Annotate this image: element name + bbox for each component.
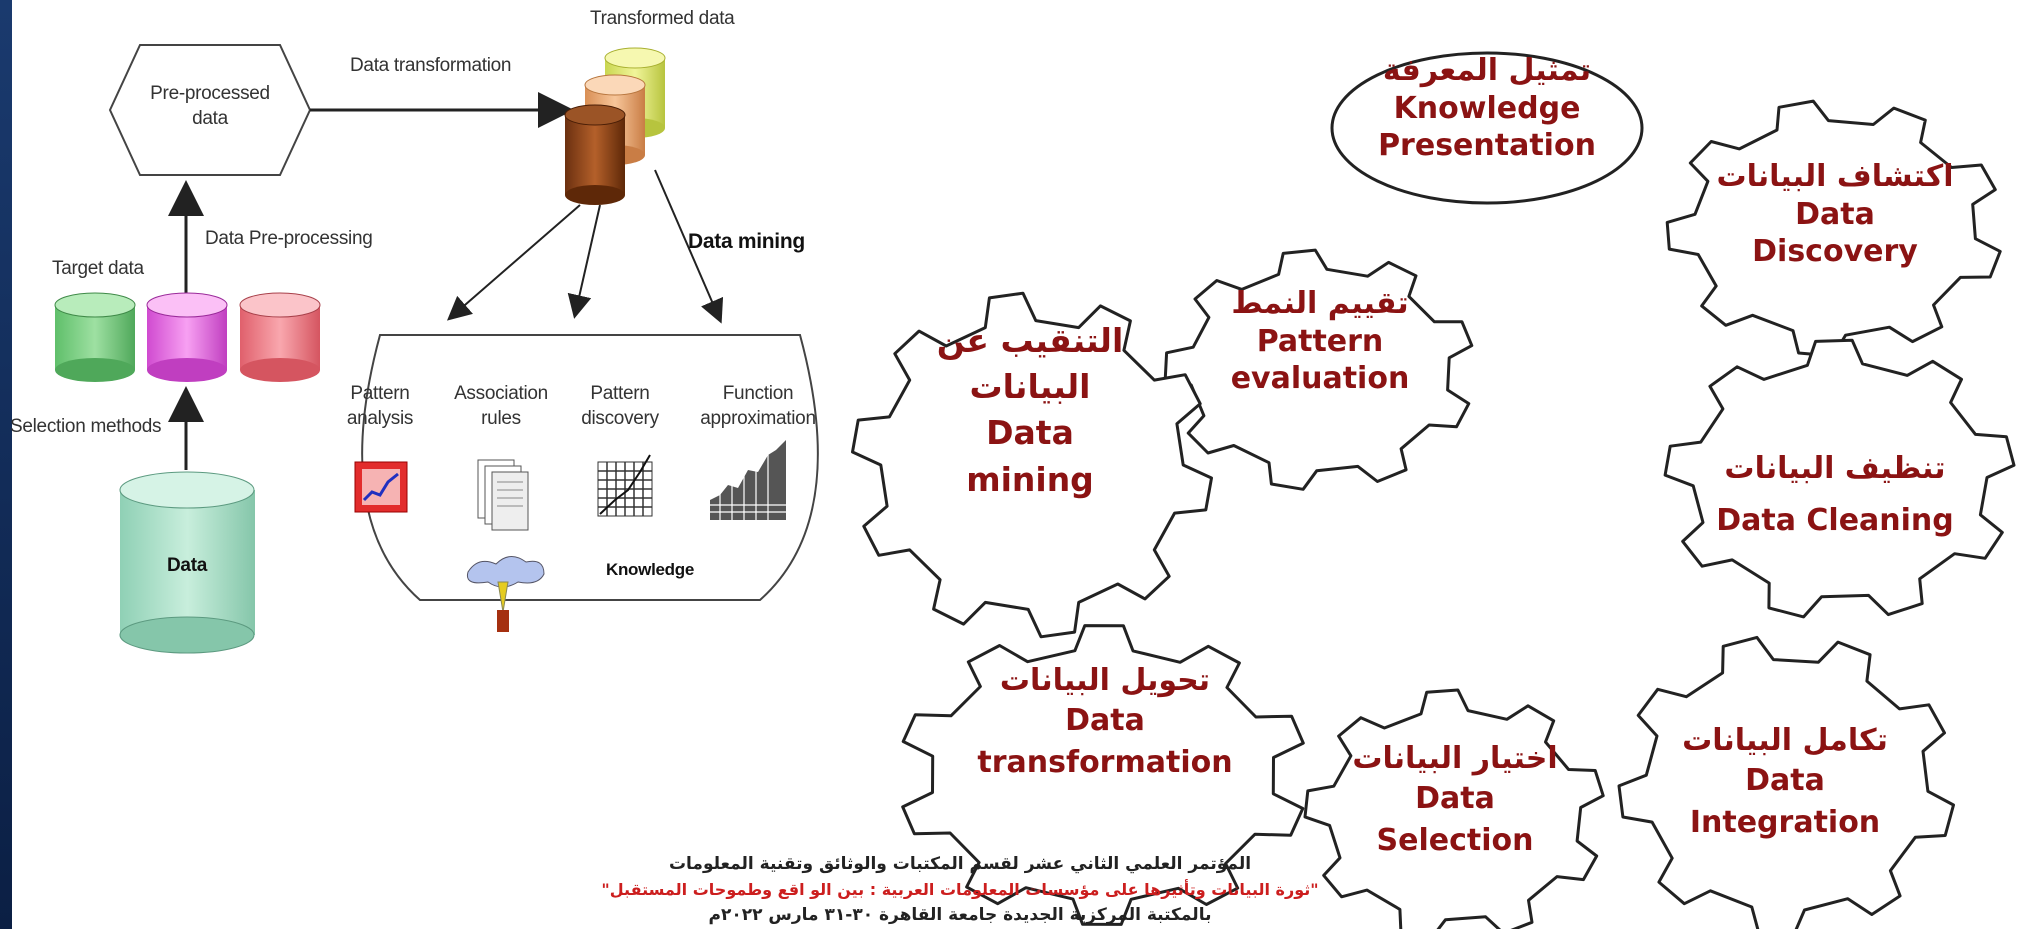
preprocessed-text: Pre-processed data xyxy=(150,83,270,129)
footer-line-3: بالمكتبة المركزية الجديدة جامعة القاهرة … xyxy=(708,905,1212,925)
gear-en: Pattern evaluation xyxy=(1230,323,1410,397)
knowledge-enclosure xyxy=(361,334,819,601)
gear-data-mining-text: التنقيب عن البيانات Data mining xyxy=(900,318,1160,503)
gear-en: Data transformation xyxy=(977,702,1233,780)
preprocessed-label: Pre-processed data xyxy=(130,82,290,131)
method-pattern-analysis: Pattern analysis xyxy=(340,382,420,431)
transformed-data-label: Transformed data xyxy=(590,8,735,29)
method-pattern-discovery: Pattern discovery xyxy=(570,382,670,431)
gear-data-cleaning-text: تنظيف البيانات Data Cleaning xyxy=(1690,450,1980,539)
target-data-cylinders xyxy=(54,292,321,382)
function-approximation-icon xyxy=(710,440,786,520)
method-label: Function approximation xyxy=(700,383,816,429)
gear-ar: تقييم النمط xyxy=(1231,286,1409,321)
left-edge-bar xyxy=(0,0,12,929)
pattern-analysis-icon xyxy=(354,461,408,513)
gear-ar: التنقيب عن البيانات xyxy=(936,321,1124,407)
gear-data-transformation-text: تحويل البيانات Data transformation xyxy=(960,662,1250,784)
arrow-mining-2 xyxy=(567,204,601,319)
knowledge-presentation-en1: Knowledge xyxy=(1393,90,1581,126)
transformed-data-cylinders xyxy=(564,47,666,205)
preprocessed-hexagon xyxy=(108,44,312,176)
target-data-label: Target data xyxy=(52,258,144,279)
gear-en: Data mining xyxy=(966,413,1094,499)
footer-line-1: المؤتمر العلمي الثاني عشر لقسم المكتبات … xyxy=(668,854,1252,874)
data-mining-label: Data mining xyxy=(688,230,805,253)
knowledge-label: Knowledge xyxy=(606,560,694,579)
method-association-rules: Association rules xyxy=(446,382,556,431)
footer-line-2: "ثورة البيانات وتأثيرها على مؤسسات المعل… xyxy=(601,880,1319,899)
method-function-approximation: Function approximation xyxy=(688,382,828,431)
data-transformation-label: Data transformation xyxy=(350,55,512,76)
method-label: Pattern analysis xyxy=(346,383,414,429)
gear-pattern-evaluation-text: تقييم النمط Pattern evaluation xyxy=(1200,285,1440,398)
pattern-discovery-icon xyxy=(597,454,653,517)
gear-ar: تنظيف البيانات xyxy=(1724,451,1946,486)
data-preprocessing-label: Data Pre-processing xyxy=(205,228,373,249)
association-rules-icon xyxy=(466,459,545,632)
gear-ar: اكتشاف البيانات xyxy=(1716,159,1954,194)
gear-ar: تكامل البيانات xyxy=(1682,723,1888,758)
gear-data-discovery-text: اكتشاف البيانات Data Discovery xyxy=(1715,158,1955,271)
arrow-mining-1 xyxy=(446,204,581,321)
method-label: Association rules xyxy=(454,383,548,429)
kdd-process-diagram xyxy=(54,44,819,654)
arrow-mining-3 xyxy=(654,169,724,324)
knowledge-presentation-ar: تمثيل المعرفة xyxy=(1382,53,1592,88)
method-label: Pattern discovery xyxy=(581,383,659,429)
gear-data-integration-text: تكامل البيانات Data Integration xyxy=(1665,722,1905,844)
data-cylinder xyxy=(119,471,255,654)
knowledge-presentation-text: تمثيل المعرفة Knowledge Presentation xyxy=(1340,52,1634,165)
gear-en: Data Cleaning xyxy=(1716,502,1954,538)
gear-en: Data Integration xyxy=(1689,762,1881,840)
gear-en: Data Selection xyxy=(1376,780,1534,858)
selection-methods-label: Selection methods xyxy=(10,416,162,437)
gear-ar: تحويل البيانات xyxy=(999,663,1211,698)
knowledge-presentation-en2: Presentation xyxy=(1378,128,1596,163)
gear-data-selection-text: اختيار البيانات Data Selection xyxy=(1340,740,1570,862)
data-label: Data xyxy=(167,555,207,576)
gear-ar: اختيار البيانات xyxy=(1352,741,1558,776)
gear-en: Data Discovery xyxy=(1752,196,1918,270)
